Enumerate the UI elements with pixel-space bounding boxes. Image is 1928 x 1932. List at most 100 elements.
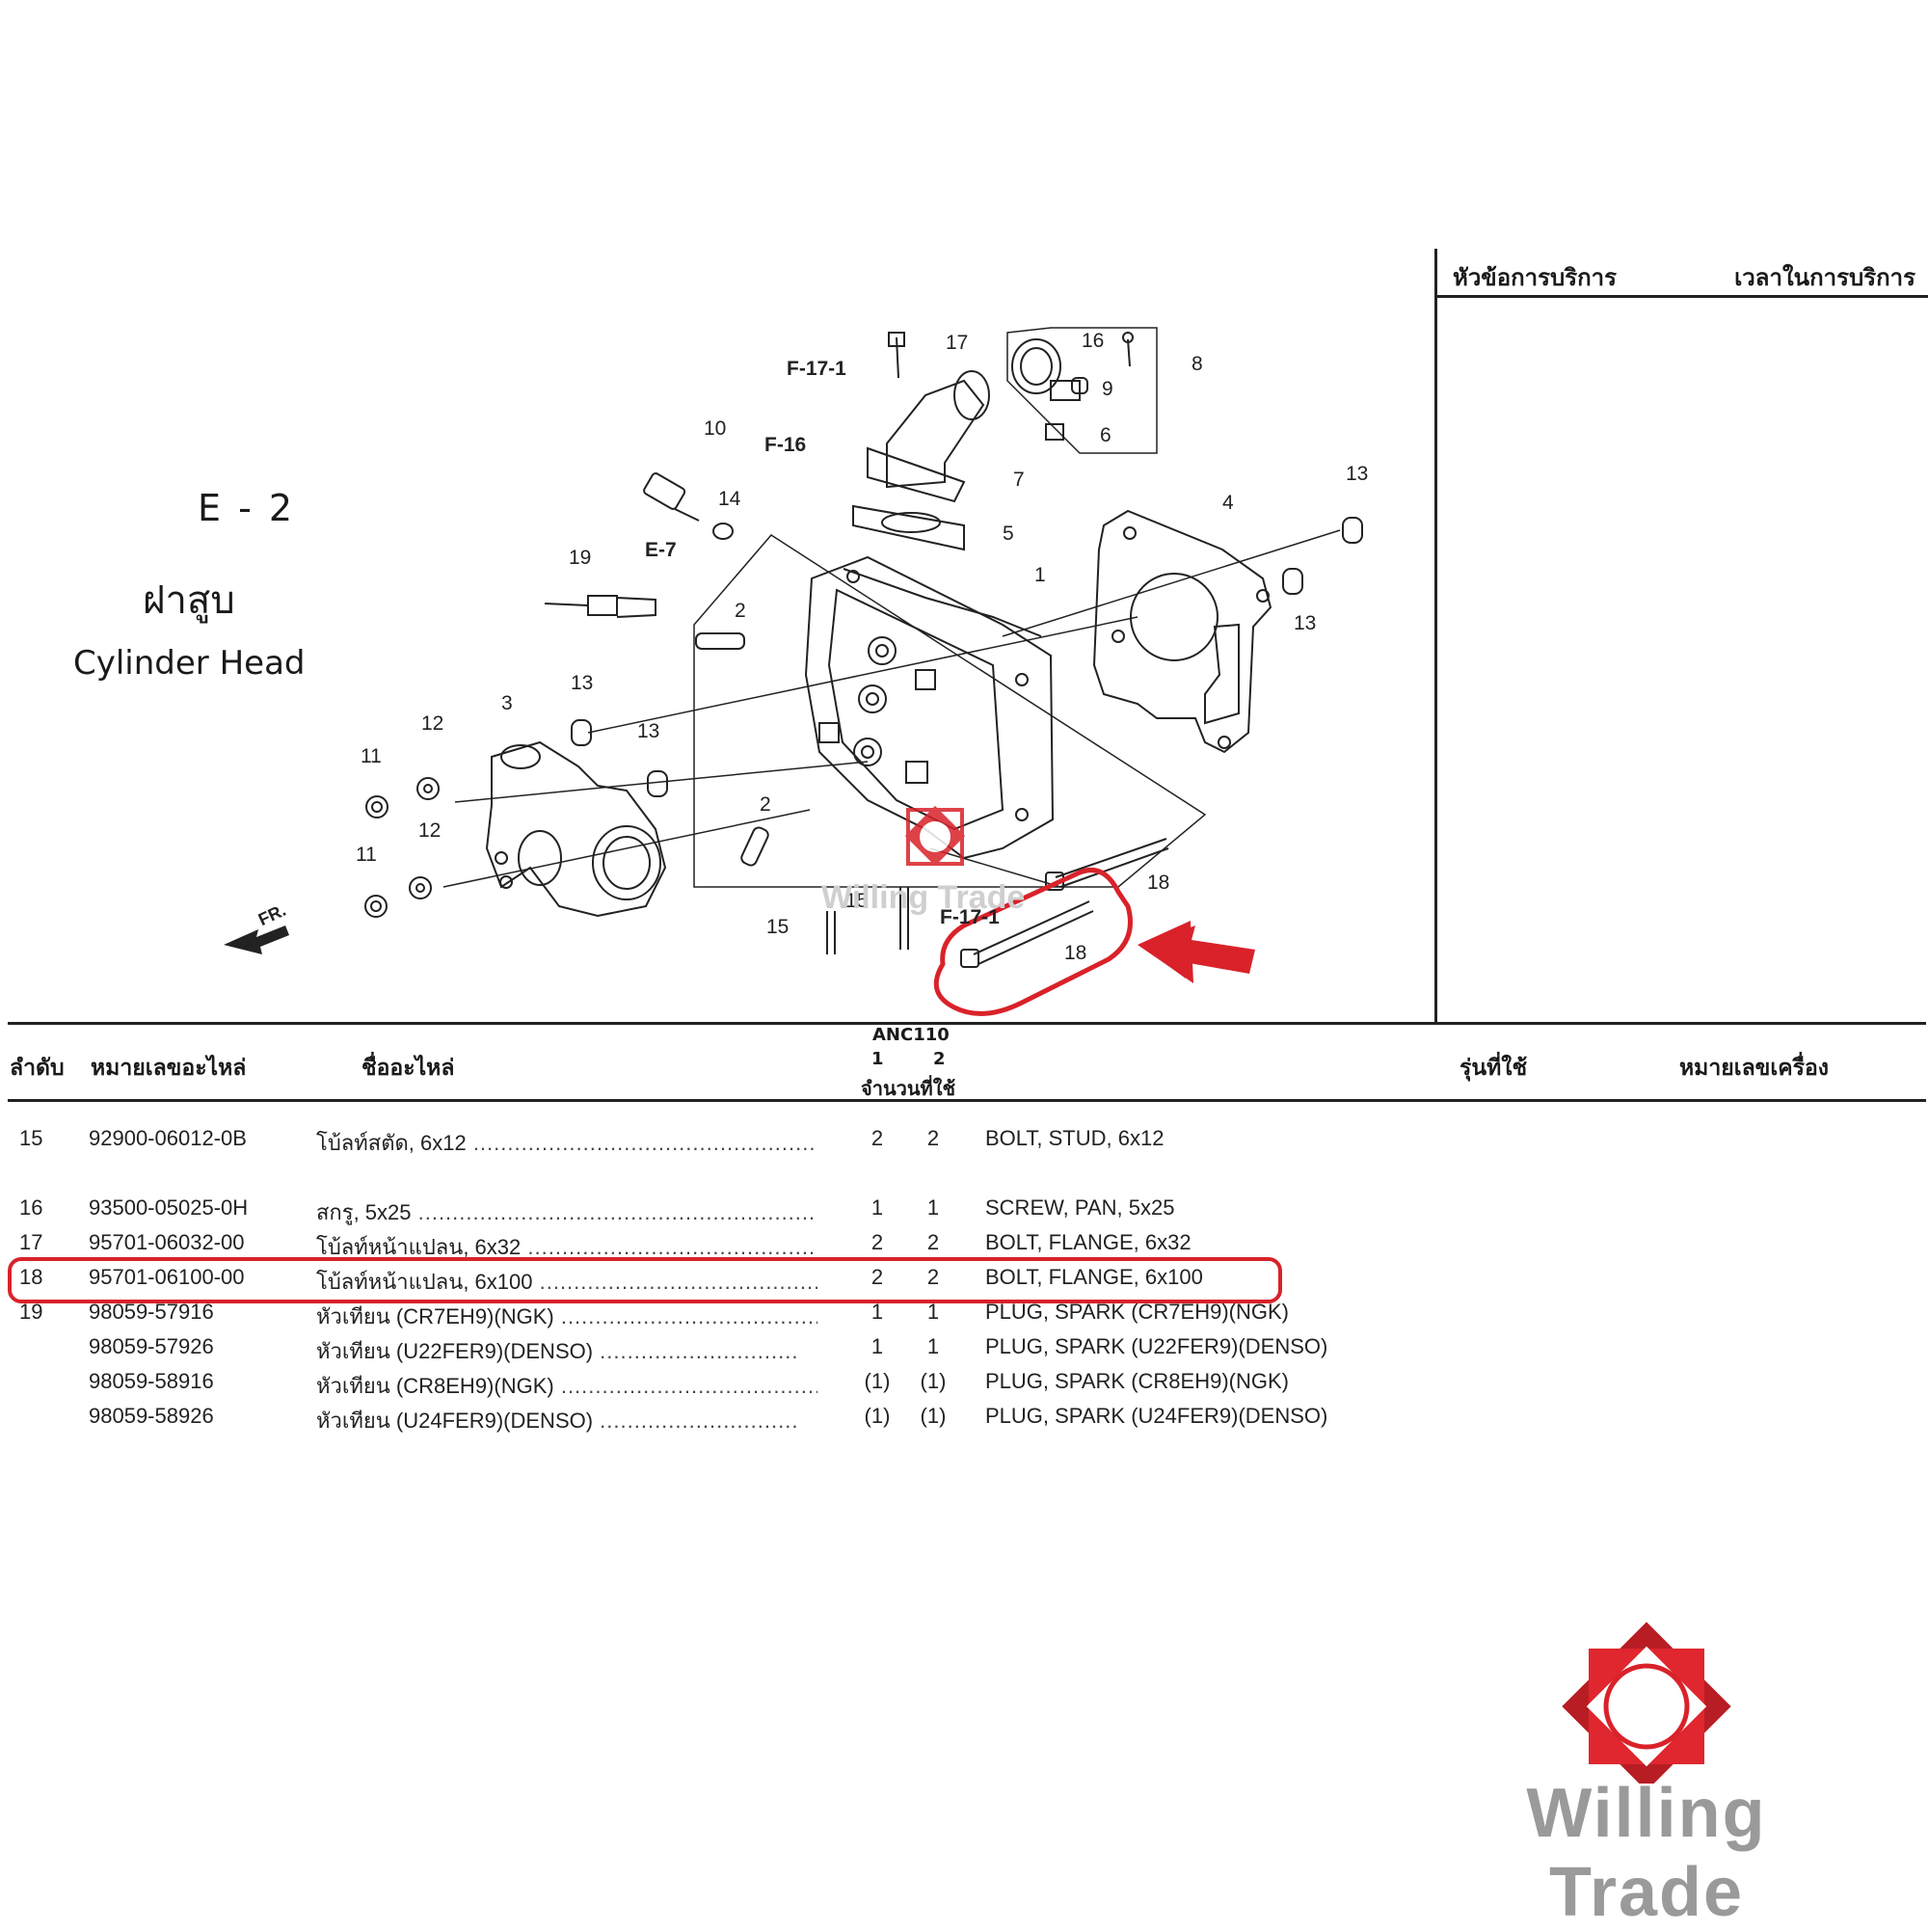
table-row: 98059-58916 หัวเทียน (CR8EH9)(NGK) .....… [0,1369,1928,1400]
table-row: 98059-57926 หัวเทียน (U22FER9)(DENSO) ..… [0,1334,1928,1365]
svg-text:13: 13 [1346,463,1368,485]
row-q2: (1) [920,1404,947,1428]
row-part-no: 98059-58926 [89,1404,214,1428]
row-q1: 2 [870,1126,884,1150]
spark-plug-part [544,595,656,618]
row-q1: (1) [864,1369,891,1393]
row-name-en: BOLT, FLANGE, 6x32 [985,1230,1192,1254]
section-title-english: Cylinder Head [73,644,306,683]
table-row: 16 93500-05025-0H สกรู, 5x25 ...........… [0,1195,1928,1226]
cylinder-head-part [804,555,1055,860]
section-title-thai: ฝาสูบ [143,578,235,623]
svg-text:7: 7 [1013,469,1025,491]
header-no: ลำดับ [10,1056,65,1081]
service-time-header: เวลาในการบริการ [1734,264,1915,291]
svg-text:11: 11 [356,844,377,866]
intake-pipe-part [867,370,990,503]
row-name-th-text: โบ้ลท์หน้าแปลน, 6x100 [316,1270,533,1294]
exploded-parts-diagram: 17 16 8 9 6 10 14 7 5 1 4 13 13 13 13 19… [224,327,1368,1016]
cylinder-gasket-part [1092,509,1272,754]
ref-f-17-1-bottom: F-17-1 [940,906,1000,928]
header-engine-no: หมายเลขเครื่อง [1679,1056,1830,1081]
svg-text:16: 16 [1082,330,1104,352]
svg-text:13: 13 [571,672,593,694]
svg-text:17: 17 [946,332,968,354]
row-name-th-text: โบ้ลท์สตัด, 6x12 [316,1131,467,1155]
svg-text:15: 15 [766,916,789,938]
row-q2: (1) [920,1369,947,1393]
header-q2: 2 [933,1049,946,1069]
svg-text:10: 10 [704,417,726,440]
row-name-th: หัวเทียน (CR8EH9)(NGK) .................… [316,1374,817,1398]
ref-f-16: F-16 [764,434,806,456]
svg-text:11: 11 [361,745,382,767]
row-q1: 1 [870,1300,884,1324]
svg-text:14: 14 [718,488,741,510]
row-part-no: 93500-05025-0H [89,1195,249,1220]
row-no: 17 [19,1230,43,1254]
svg-text:18: 18 [1064,942,1086,964]
row-name-th: หัวเทียน (U22FER9)(DENSO) ..............… [316,1339,799,1363]
svg-text:19: 19 [569,547,591,569]
row-part-no: 98059-57916 [89,1300,214,1324]
table-row: 17 95701-06032-00 โบ้ลท์หน้าแปลน, 6x32 .… [0,1230,1928,1261]
table-row-highlighted: 18 95701-06100-00 โบ้ลท์หน้าแปลน, 6x100 … [0,1265,1928,1296]
row-q2: 2 [926,1230,940,1254]
header-part-no: หมายเลขอะไหล่ [91,1056,247,1081]
row-name-th-text: โบ้ลท์หน้าแปลน, 6x32 [316,1235,522,1259]
row-no: 15 [19,1126,43,1150]
row-name-th: หัวเทียน (CR7EH9)(NGK) .................… [316,1304,817,1328]
svg-text:2: 2 [735,600,746,622]
temperature-sensor-part [643,472,700,522]
row-q2: 1 [926,1195,940,1220]
row-name-th: โบ้ลท์หน้าแปลน, 6x32 ...................… [316,1235,817,1259]
row-name-th-text: หัวเทียน (U22FER9)(DENSO) [316,1339,594,1363]
svg-text:9: 9 [1102,378,1113,400]
row-no: 18 [19,1265,43,1289]
table-row: 98059-58926 หัวเทียน (U24FER9)(DENSO) ..… [0,1404,1928,1435]
header-q1: 1 [871,1049,884,1069]
svg-text:4: 4 [1222,492,1234,514]
row-name-en: BOLT, FLANGE, 6x100 [985,1265,1203,1289]
row-name-en: PLUG, SPARK (CR8EH9)(NGK) [985,1369,1289,1393]
svg-text:8: 8 [1192,353,1203,375]
row-q1: 2 [870,1265,884,1289]
svg-text:18: 18 [1147,872,1169,894]
row-part-no: 98059-57926 [89,1334,214,1358]
row-part-no: 92900-06012-0B [89,1126,247,1150]
header-part-name: ชื่ออะไหล่ [362,1056,455,1081]
svg-text:15: 15 [845,890,868,912]
row-name-en: SCREW, PAN, 5x25 [985,1195,1175,1220]
row-q2: 1 [926,1300,940,1324]
service-info-header: หัวข้อการบริการ เวลาในการบริการ [1437,255,1928,298]
row-name-en: PLUG, SPARK (CR7EH9)(NGK) [985,1300,1289,1324]
highlight-row-18 [8,1257,1282,1303]
service-topic-header: หัวข้อการบริการ [1453,264,1618,291]
row-name-th: โบ้ลท์หน้าแปลน, 6x100 ..................… [316,1270,817,1294]
watermark-logo [904,805,966,867]
row-name-th-text: หัวเทียน (CR7EH9)(NGK) [316,1304,554,1328]
header-qty: จำนวนที่ใช้ [861,1077,956,1100]
row-name-en: BOLT, STUD, 6x12 [985,1126,1165,1150]
table-row: 15 92900-06012-0B โบ้ลท์สตัด, 6x12 .....… [0,1126,1928,1157]
flange-bolt-lower [960,900,1094,968]
row-part-no: 95701-06032-00 [89,1230,245,1254]
highlight-callout-bolt-18 [933,868,1133,1016]
row-name-th-text: หัวเทียน (U24FER9)(DENSO) [316,1409,594,1433]
row-q1: 1 [870,1334,884,1358]
service-info-box: หัวข้อการบริการ เวลาในการบริการ [1434,249,1928,1023]
row-name-en: PLUG, SPARK (U24FER9)(DENSO) [985,1404,1328,1428]
brand-logo-text: Willing Trade [1526,1775,1767,1931]
watermark-text: Willing Trade [821,879,1026,916]
header-model: ANC110 [872,1025,950,1045]
brand-logo-mark [1562,1622,1731,1791]
front-direction-arrow [224,926,289,954]
red-pointer-arrow [1138,921,1255,983]
ref-e-7: E-7 [645,539,677,561]
svg-text:12: 12 [421,712,443,735]
ref-f-17-1-top: F-17-1 [787,358,846,380]
svg-text:13: 13 [1294,612,1316,634]
row-q2: 1 [926,1334,940,1358]
row-name-th: หัวเทียน (U24FER9)(DENSO) ..............… [316,1409,799,1433]
row-name-th-text: หัวเทียน (CR8EH9)(NGK) [316,1374,554,1398]
